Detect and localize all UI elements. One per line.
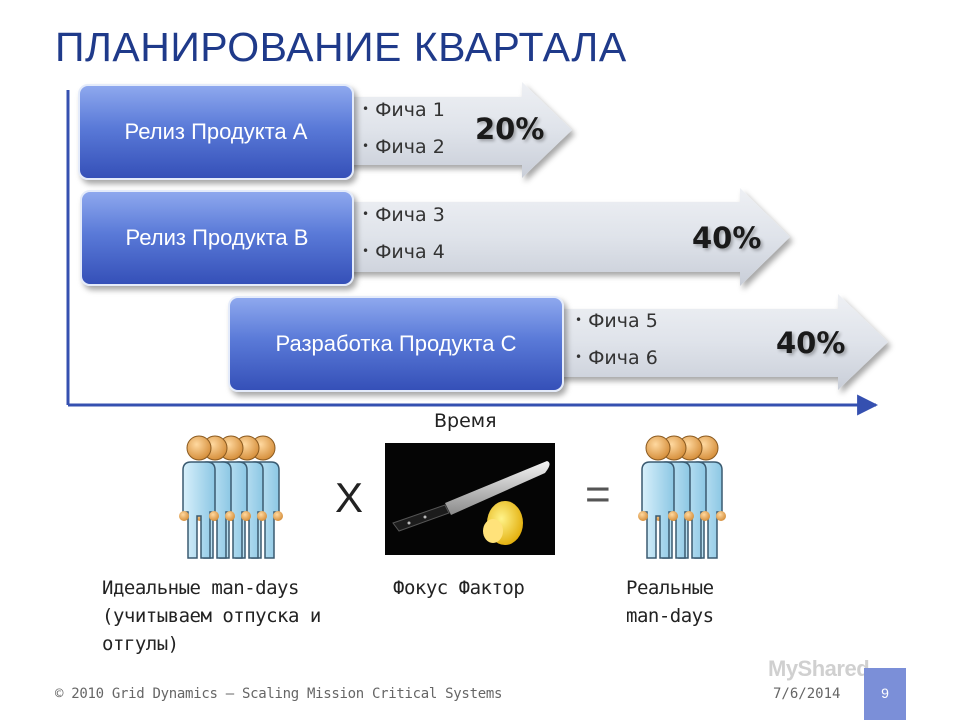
release-a-arrow	[340, 82, 572, 178]
feature-item: •Фича 4	[362, 241, 445, 263]
feature-item: •Фича 3	[362, 204, 445, 226]
watermark-logo: MyShared	[768, 656, 870, 681]
footer-copyright: © 2010 Grid Dynamics — Scaling Mission C…	[55, 686, 503, 702]
footer-date: 7/6/2014	[773, 686, 841, 702]
ideal-team-people-icon	[178, 435, 284, 559]
feature-item: •Фича 2	[362, 136, 445, 158]
equals-sign: =	[585, 470, 611, 519]
ideal-man-days-caption: Идеальные man-days (учитываем отпуска и …	[102, 577, 321, 655]
feature-item: •Фича 6	[575, 347, 658, 369]
feature-item: •Фича 1	[362, 99, 445, 121]
real-team-people-icon	[637, 435, 727, 559]
release-a-box: Релиз Продукта А	[78, 84, 354, 180]
product-c-share: 40%	[776, 326, 846, 360]
focus-knife-image	[385, 443, 555, 555]
product-c-arrow	[555, 294, 888, 390]
release-b-share: 40%	[692, 221, 762, 255]
release-b-box: Релиз Продукта В	[80, 190, 354, 286]
release-a-share: 20%	[475, 112, 545, 146]
slide-title: ПЛАНИРОВАНИЕ КВАРТАЛА	[55, 24, 627, 70]
focus-factor-caption: Фокус Фактор	[393, 577, 525, 599]
release-b-arrow	[340, 188, 790, 286]
time-axis-label: Время	[434, 410, 497, 432]
timeline-diagram	[66, 82, 888, 416]
multiply-sign: X	[335, 474, 364, 521]
real-man-days-caption: Реальные man-days	[626, 577, 714, 627]
slide-number: 9	[864, 668, 906, 720]
product-c-box: Разработка Продукта С	[228, 296, 564, 392]
feature-item: •Фича 5	[575, 310, 658, 332]
